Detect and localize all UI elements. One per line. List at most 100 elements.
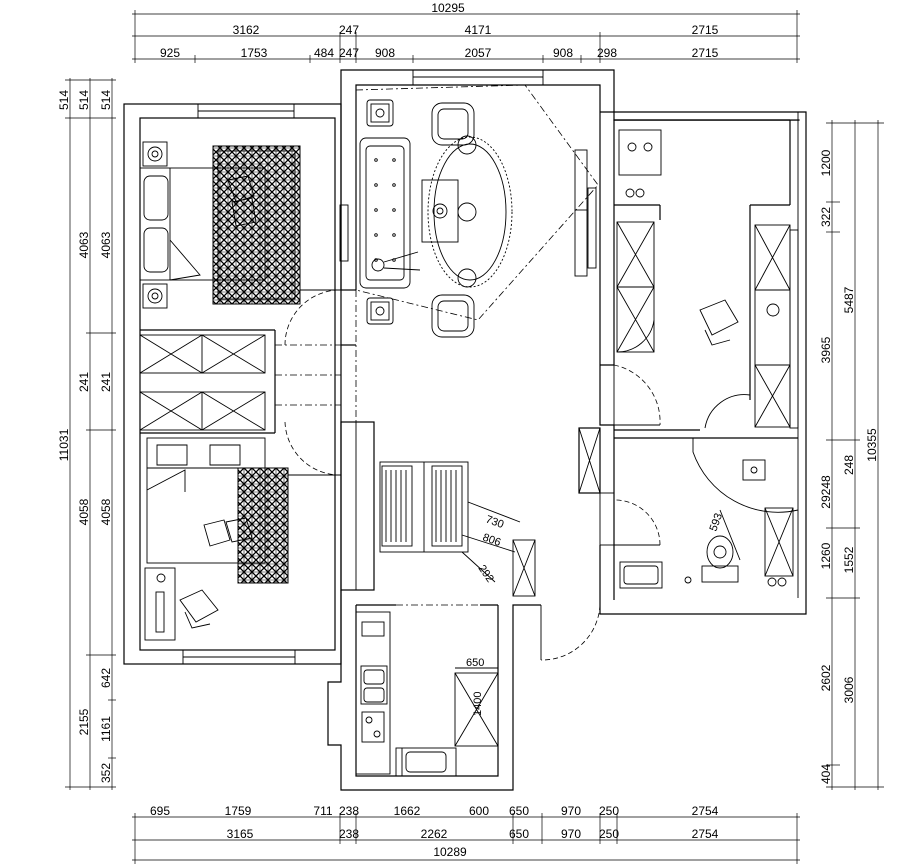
dim-bot-r1-6: 650 bbox=[509, 804, 529, 818]
washing-machine bbox=[618, 129, 662, 176]
sofa-tufting bbox=[374, 158, 396, 262]
dim-bot-r2-5: 250 bbox=[599, 827, 619, 841]
dim-right-b-3: 3006 bbox=[842, 676, 856, 703]
bath-basin bbox=[619, 561, 663, 589]
office-chair-icon bbox=[699, 299, 739, 346]
rug-bedroom-1 bbox=[212, 145, 301, 305]
tv-unit-left bbox=[339, 204, 349, 262]
dim-bot-r2-2: 2262 bbox=[421, 827, 448, 841]
dim-bot-r2-1: 238 bbox=[339, 827, 359, 841]
dim-left-a-0: 514 bbox=[77, 90, 91, 110]
dim-top-r2-7: 298 bbox=[597, 46, 617, 60]
dim-bot-r1-0: 695 bbox=[150, 804, 170, 818]
dim-right-c-0: 10355 bbox=[865, 428, 879, 462]
annotation-292: 292 bbox=[476, 563, 496, 585]
annotation-593: 593 bbox=[708, 512, 726, 533]
dim-top-r1-0: 3162 bbox=[233, 23, 260, 37]
dim-bot-r1-1: 1759 bbox=[225, 804, 252, 818]
dim-right-a-1: 322 bbox=[819, 207, 833, 227]
study-room bbox=[616, 129, 791, 429]
sideboard bbox=[512, 539, 536, 597]
washbasin-counter bbox=[395, 747, 457, 777]
dim-top-r2-8: 2715 bbox=[692, 46, 719, 60]
dim-bot-r1-3: 238 bbox=[339, 804, 359, 818]
dim-right-a-0: 1200 bbox=[819, 149, 833, 176]
desk-cabinet bbox=[754, 224, 791, 428]
dim-left-b-3: 4058 bbox=[99, 498, 113, 525]
dim-top-r1-1: 247 bbox=[339, 23, 359, 37]
dimension-text-top: 10295 3162 247 4171 2715 925 1753 484 24… bbox=[160, 1, 719, 60]
dim-left-b-6: 352 bbox=[99, 763, 113, 783]
dim-top-r1-3: 2715 bbox=[692, 23, 719, 37]
dimension-lines-left bbox=[65, 78, 116, 790]
dim-bot-r1-9: 2754 bbox=[692, 804, 719, 818]
bathroom: 593 bbox=[619, 438, 799, 589]
dim-right-a-2: 3965 bbox=[819, 336, 833, 363]
kitchen-counter bbox=[355, 611, 391, 775]
dim-bot-r1-4: 1662 bbox=[394, 804, 421, 818]
dim-top-r2-4: 908 bbox=[375, 46, 395, 60]
dim-top-r2-5: 2057 bbox=[465, 46, 492, 60]
wardrobe-small bbox=[578, 427, 601, 494]
wardrobe-2 bbox=[139, 391, 266, 431]
bath-cabinet bbox=[764, 507, 794, 577]
dim-bot-r2-4: 970 bbox=[561, 827, 581, 841]
dim-left-b-0: 514 bbox=[99, 90, 113, 110]
living-room bbox=[355, 84, 599, 338]
dim-left-b-2: 241 bbox=[99, 372, 113, 392]
dim-left-b-1: 4063 bbox=[99, 231, 113, 258]
dim-top-r2-2: 484 bbox=[314, 46, 334, 60]
dim-left-o-1: 11031 bbox=[57, 428, 71, 461]
dim-bot-r1-7: 970 bbox=[561, 804, 581, 818]
dim-top-total: 10295 bbox=[431, 1, 465, 15]
doors bbox=[275, 289, 661, 661]
dim-bot-r1-5: 600 bbox=[469, 804, 489, 818]
bedroom-2 bbox=[139, 391, 289, 641]
dim-bot-r2-0: 3165 bbox=[227, 827, 254, 841]
dining-wall bbox=[340, 421, 375, 591]
dim-bot-r2-6: 2754 bbox=[692, 827, 719, 841]
dim-right-a-3: 29248 bbox=[819, 475, 833, 509]
dimension-text-bottom: 695 1759 711 238 1662 600 650 970 250 27… bbox=[150, 804, 719, 859]
dimension-text-right: 1200 322 3965 29248 1260 2602 404 5487 2… bbox=[819, 149, 879, 784]
dim-left-b-5: 1161 bbox=[99, 716, 113, 742]
dim-right-b-1: 248 bbox=[842, 455, 856, 475]
double-bed-2 bbox=[146, 437, 266, 564]
chair-icon bbox=[179, 589, 219, 629]
dim-left-a-1: 4063 bbox=[77, 231, 91, 258]
dining-area: 730 806 292 bbox=[379, 461, 536, 597]
bedroom-1 bbox=[139, 141, 349, 374]
double-bed-1 bbox=[139, 167, 266, 281]
annotation-730: 730 bbox=[484, 514, 505, 532]
armchair-icon bbox=[431, 102, 475, 338]
shower-stall: 650 1400 bbox=[454, 657, 499, 747]
dim-right-a-4: 1260 bbox=[819, 542, 833, 569]
dim-bot-r1-2: 711 bbox=[313, 804, 332, 818]
dimension-lines-right bbox=[826, 120, 884, 790]
rug-bedroom-2 bbox=[237, 467, 289, 584]
dim-right-b-2: 1552 bbox=[842, 546, 856, 573]
tv bbox=[587, 187, 597, 269]
dim-left-a-4: 2155 bbox=[77, 708, 91, 735]
dim-bot-total: 10289 bbox=[433, 845, 467, 859]
coffee-table bbox=[421, 179, 459, 243]
dim-right-a-6: 404 bbox=[819, 764, 833, 784]
dim-left-o-0: 514 bbox=[57, 90, 71, 110]
tv-cabinet bbox=[574, 149, 588, 277]
nightstand-lamp-icon bbox=[142, 141, 168, 309]
dim-left-a-2: 241 bbox=[77, 372, 91, 392]
dim-top-r1-2: 4171 bbox=[465, 23, 492, 37]
sofa bbox=[359, 137, 411, 289]
dimension-text-left: 514 11031 514 4063 241 4058 2155 514 406… bbox=[57, 90, 113, 783]
pillow-icon bbox=[203, 517, 253, 547]
toilet-icon bbox=[701, 535, 739, 583]
dim-left-b-4: 642 bbox=[99, 668, 113, 688]
annotation-1400: 1400 bbox=[472, 692, 484, 716]
window-living-top bbox=[412, 69, 544, 86]
annotation-806: 806 bbox=[481, 532, 502, 550]
dim-right-b-0: 5487 bbox=[842, 286, 856, 313]
sink-icon bbox=[360, 665, 388, 705]
dim-bot-r2-3: 650 bbox=[509, 827, 529, 841]
dining-chair-icon bbox=[381, 465, 463, 547]
